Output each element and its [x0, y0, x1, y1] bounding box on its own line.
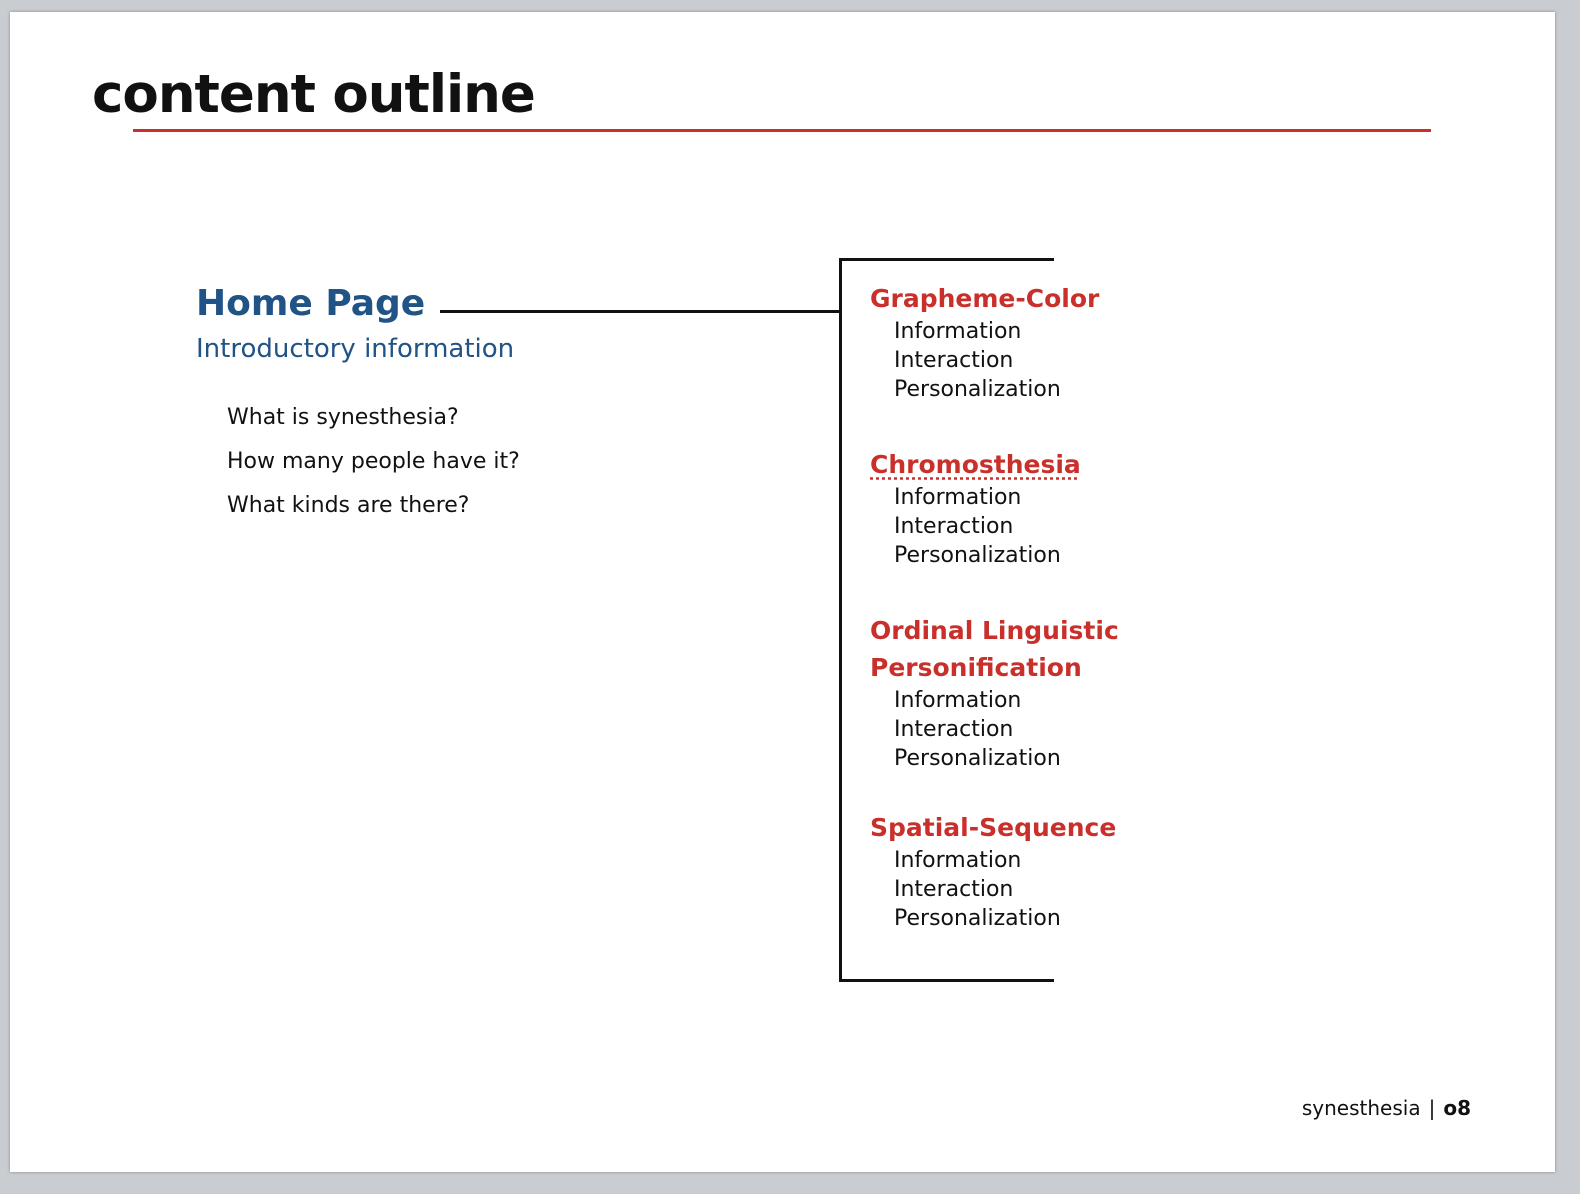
section-item-list: Information Interaction Personalization	[870, 846, 1116, 933]
slide: content outline Home Page Introductory i…	[10, 12, 1555, 1172]
home-page-heading: Home Page	[196, 283, 426, 324]
section-item-list: Information Interaction Personalization	[870, 686, 1119, 773]
question-item: What is synesthesia?	[227, 405, 459, 430]
sections-bracket	[839, 258, 1054, 982]
section-item: Information	[894, 688, 1022, 713]
section-title: Spatial-Sequence	[870, 813, 1117, 842]
section-title-line-2: Personification	[870, 653, 1082, 682]
footer-separator: |	[1428, 1096, 1436, 1120]
home-page-subheading: Introductory information	[196, 334, 515, 364]
section-item: Personalization	[894, 906, 1061, 931]
question-list: What is synesthesia? How many people hav…	[227, 402, 520, 534]
section-chromosthesia: Chromosthesia Information Interaction Pe…	[870, 446, 1081, 570]
slide-title: content outline	[92, 64, 536, 125]
question-item: How many people have it?	[227, 449, 520, 474]
connector-line	[440, 310, 842, 313]
section-item: Information	[894, 485, 1022, 510]
question-item: What kinds are there?	[227, 493, 470, 518]
section-ordinal-linguistic-personification: Ordinal Linguistic Personification Infor…	[870, 612, 1119, 773]
section-item: Information	[894, 848, 1022, 873]
section-title-line-1: Ordinal Linguistic	[870, 616, 1119, 645]
page-number: o8	[1443, 1096, 1471, 1120]
section-item: Personalization	[894, 377, 1061, 402]
section-item: Information	[894, 319, 1022, 344]
section-grapheme-color: Grapheme-Color Information Interaction P…	[870, 280, 1099, 404]
section-item-list: Information Interaction Personalization	[870, 483, 1081, 570]
section-item: Interaction	[894, 348, 1014, 373]
title-underline	[133, 129, 1431, 132]
footer-label: synesthesia	[1301, 1096, 1421, 1120]
section-item: Interaction	[894, 717, 1014, 742]
section-spatial-sequence: Spatial-Sequence Information Interaction…	[870, 809, 1116, 933]
section-item: Interaction	[894, 877, 1014, 902]
section-item-list: Information Interaction Personalization	[870, 317, 1099, 404]
section-item: Personalization	[894, 543, 1061, 568]
section-item: Personalization	[894, 746, 1061, 771]
section-item: Interaction	[894, 514, 1014, 539]
slide-footer: synesthesia | o8	[1302, 1096, 1471, 1120]
section-title: Grapheme-Color	[870, 284, 1100, 313]
section-title: Chromosthesia	[870, 450, 1081, 479]
